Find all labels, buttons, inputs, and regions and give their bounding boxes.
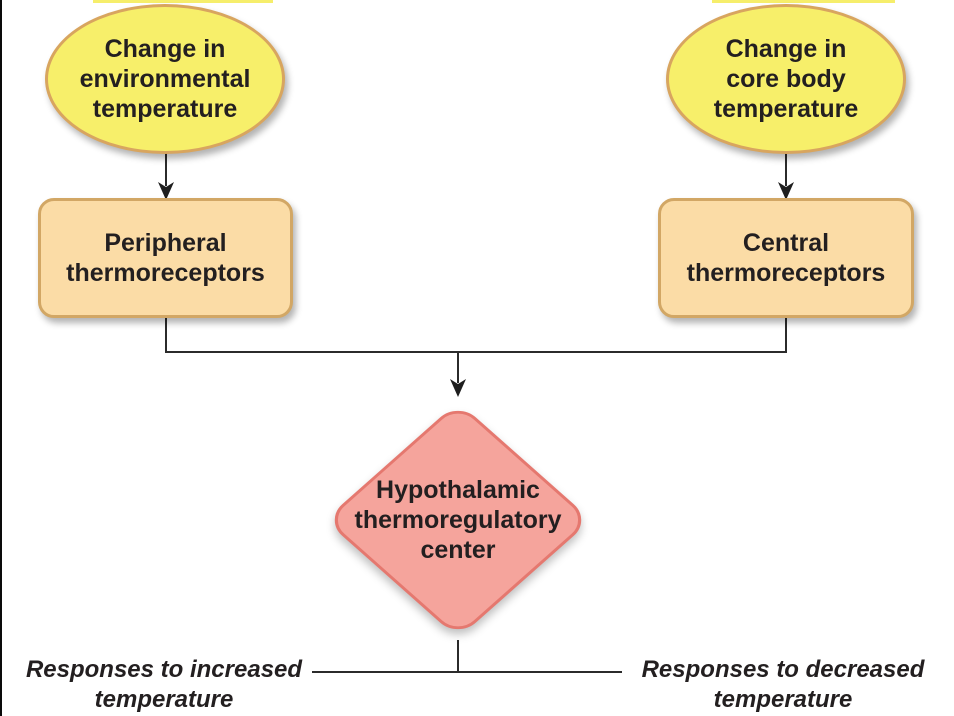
top-clipped-shape-right (712, 0, 895, 3)
arrow-core-to-central-head (778, 182, 794, 200)
node-label: Central thermoreceptors (686, 229, 886, 287)
node-peripheral-thermoreceptors: Peripheral thermoreceptors (38, 198, 293, 318)
merge-bracket-line (165, 318, 787, 353)
label-responses-increased-temperature: Responses to increased temperature (25, 656, 303, 713)
top-clipped-shape-left (93, 0, 273, 3)
arrow-env-to-peripheral-head (158, 182, 174, 200)
node-central-thermoreceptors: Central thermoreceptors (658, 198, 914, 318)
left-edge-bar (0, 0, 2, 716)
node-label: Change in environmental temperature (79, 35, 251, 123)
label-responses-decreased-temperature: Responses to decreased temperature (641, 656, 925, 713)
node-change-core-body-temperature: Change in core body temperature (666, 4, 906, 154)
node-label: Peripheral thermoreceptors (66, 229, 265, 287)
node-change-environmental-temperature: Change in environmental temperature (45, 4, 285, 154)
node-label: Hypothalamic thermoregulatory center (354, 476, 562, 564)
node-label: Change in core body temperature (713, 35, 859, 123)
arrow-merge-to-diamond-head (450, 379, 466, 397)
